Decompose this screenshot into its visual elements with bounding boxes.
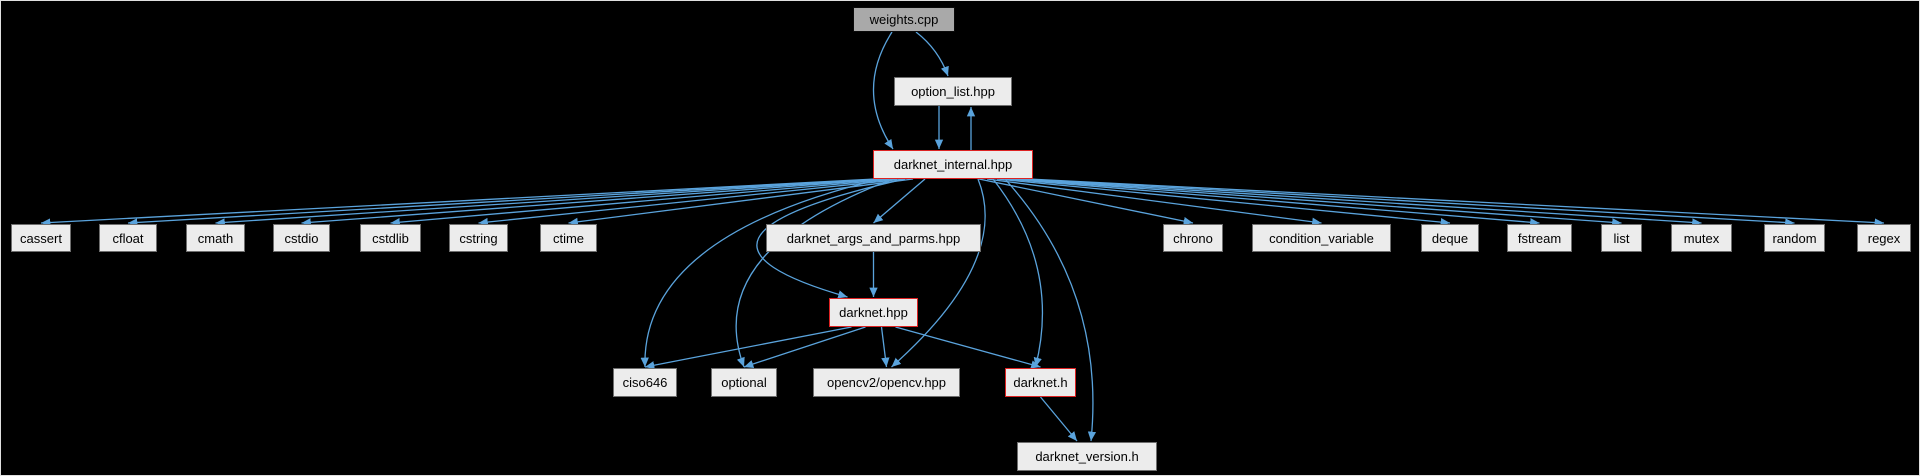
edge-darknet_hpp-opencv — [880, 326, 890, 368]
node-condition_variable[interactable]: condition_variable — [1252, 224, 1391, 252]
node-list[interactable]: list — [1601, 224, 1642, 252]
node-label: cstdlib — [372, 230, 409, 246]
node-darknet_hpp[interactable]: darknet.hpp — [829, 298, 918, 327]
edge-internal-ctime — [568, 178, 914, 226]
node-regex[interactable]: regex — [1857, 224, 1911, 252]
edge-internal-deque — [996, 178, 1451, 227]
node-opencv[interactable]: opencv2/opencv.hpp — [813, 368, 960, 397]
edge-internal-ciso646 — [640, 178, 882, 368]
node-internal[interactable]: darknet_internal.hpp — [873, 150, 1033, 179]
edge-internal-darknet_h — [992, 178, 1044, 368]
node-deque[interactable]: deque — [1421, 224, 1479, 252]
node-cfloat[interactable]: cfloat — [99, 224, 157, 252]
node-cstdio[interactable]: cstdio — [273, 224, 330, 252]
edge-internal-mutex — [1016, 178, 1702, 227]
node-label: cstdio — [284, 230, 319, 246]
edge-internal-random — [1022, 178, 1795, 227]
node-label: ctime — [552, 230, 585, 246]
node-cstdlib[interactable]: cstdlib — [360, 224, 421, 252]
edge-darknet_hpp-optional — [743, 326, 866, 369]
node-label: fstream — [1517, 230, 1562, 246]
node-label: option_list.hpp — [911, 84, 995, 99]
edge-internal-chrono — [978, 178, 1194, 226]
edge-weights_cpp-internal — [872, 31, 894, 150]
edge-internal-cstdlib — [390, 178, 898, 227]
node-label: darknet.h — [1013, 375, 1068, 390]
node-label: darknet_internal.hpp — [893, 157, 1013, 172]
node-cmath[interactable]: cmath — [186, 224, 245, 252]
node-label: condition_variable — [1269, 230, 1374, 246]
node-label: mutex — [1683, 230, 1720, 246]
edge-internal-cassert — [40, 178, 876, 227]
edge-internal-cfloat — [127, 178, 880, 227]
edge-internal-regex — [1028, 178, 1885, 227]
edge-internal-condition_variable — [986, 178, 1322, 226]
node-option_list[interactable]: option_list.hpp — [894, 77, 1012, 106]
node-label: opencv2/opencv.hpp — [826, 375, 947, 390]
node-label: darknet_args_and_parms.hpp — [786, 230, 961, 246]
node-chrono[interactable]: chrono — [1163, 224, 1223, 252]
edge-internal-version — [1004, 178, 1097, 442]
node-ctime[interactable]: ctime — [540, 224, 597, 252]
node-optional[interactable]: optional — [711, 368, 777, 397]
node-mutex[interactable]: mutex — [1671, 224, 1732, 252]
node-darknet_h[interactable]: darknet.h — [1005, 368, 1076, 397]
node-ciso646[interactable]: ciso646 — [613, 368, 677, 397]
edge-darknet_hpp-darknet_h — [895, 326, 1041, 369]
edge-internal-cstring — [478, 178, 906, 227]
edge-internal-darknet_hpp — [756, 178, 906, 299]
node-random[interactable]: random — [1764, 224, 1825, 252]
edge-internal-cmath — [215, 178, 884, 227]
node-args[interactable]: darknet_args_and_parms.hpp — [766, 224, 981, 252]
node-fstream[interactable]: fstream — [1507, 224, 1572, 252]
node-label: cmath — [197, 230, 234, 246]
node-label: darknet_version.h — [1035, 449, 1139, 464]
edge-internal-args — [873, 178, 926, 224]
node-label: list — [1613, 230, 1630, 246]
node-label: chrono — [1173, 230, 1213, 246]
node-label: ciso646 — [622, 375, 668, 390]
node-cstring[interactable]: cstring — [449, 224, 508, 252]
edge-internal-opencv — [891, 178, 986, 368]
node-label: deque — [1431, 230, 1469, 246]
edge-darknet_hpp-ciso646 — [644, 326, 852, 370]
node-label: darknet.hpp — [839, 305, 908, 320]
node-version[interactable]: darknet_version.h — [1017, 442, 1157, 471]
node-label: cfloat — [112, 230, 144, 246]
node-cassert[interactable]: cassert — [11, 224, 71, 252]
edge-weights_cpp-option_list — [915, 31, 949, 77]
node-label: cstring — [459, 230, 498, 246]
edge-internal-list — [1010, 178, 1622, 227]
node-label: random — [1772, 230, 1817, 246]
edge-internal-fstream — [1004, 178, 1540, 227]
node-weights_cpp[interactable]: weights.cpp — [853, 7, 955, 32]
node-label: cassert — [20, 230, 62, 246]
edge-internal-optional — [735, 178, 894, 368]
node-label: regex — [1867, 230, 1901, 246]
edge-darknet_h-version — [1039, 396, 1078, 442]
node-label: optional — [721, 375, 767, 390]
node-label: weights.cpp — [869, 12, 939, 27]
edge-internal-cstdio — [301, 178, 890, 227]
